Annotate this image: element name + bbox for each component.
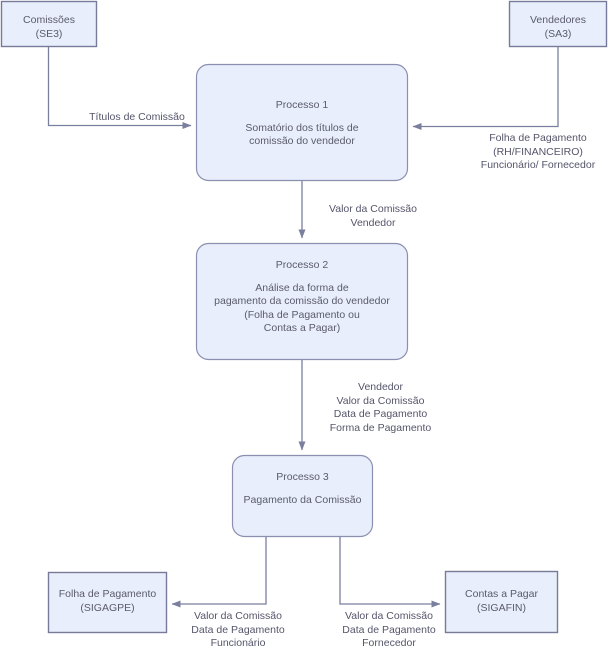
connector-processo3-contas-pagar: [339, 537, 441, 608]
edge-label-vendedor-dados-pagamento: Vendedor Valor da Comissão Data de Pagam…: [329, 381, 432, 434]
node-processo1-shape: [195, 63, 409, 182]
edge-label-titulos-de-comissao: Títulos de Comissão: [89, 111, 185, 123]
edge-label-valor-comissao-fornecedor: Valor da Comissão Data de Pagamento Forn…: [342, 610, 436, 649]
node-processo3-shape: [231, 454, 374, 538]
connector-comissoes-processo1: [47, 47, 192, 129]
node-vendedores-shape: [508, 0, 608, 48]
node-folha-pagamento-shape: [47, 571, 168, 634]
node-contas-pagar-shape: [444, 570, 559, 634]
node-comissoes-shape: [0, 0, 98, 48]
edge-label-valor-comissao-vendedor: Valor da Comissão Vendedor: [329, 203, 417, 229]
edge-label-folha-pagamento-rh: Folha de Pagamento (RH/FINANCEIRO) Funci…: [480, 132, 596, 171]
connector-processo3-folha-pagamento: [171, 537, 267, 608]
node-processo2-shape: [195, 242, 409, 361]
connector-vendedores-processo1: [412, 47, 559, 130]
edge-label-valor-comissao-funcionario: Valor da Comissão Data de Pagamento Func…: [191, 610, 285, 649]
